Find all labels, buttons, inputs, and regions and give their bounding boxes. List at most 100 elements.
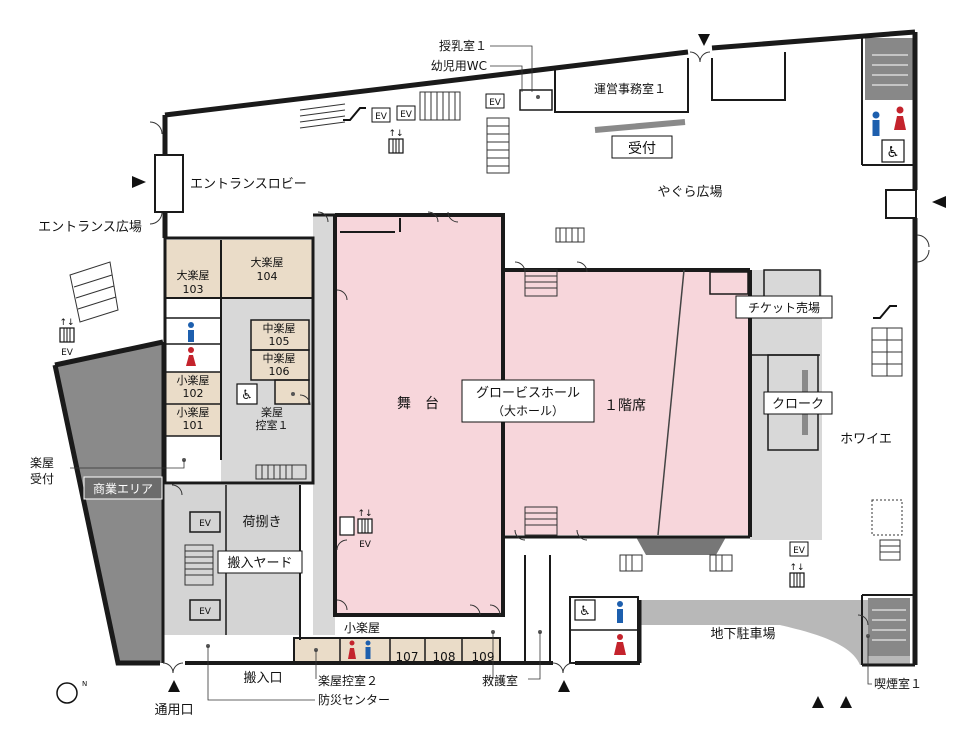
reception-box <box>611 135 673 159</box>
ev-label-box-1 <box>371 107 391 123</box>
compass-icon <box>56 682 78 704</box>
svg-text:♿: ♿ <box>579 604 591 619</box>
male-wc-icon-ne <box>872 111 880 136</box>
room-106-fill <box>251 350 309 380</box>
nursing-box <box>519 89 553 111</box>
stair-core-ne <box>865 38 915 100</box>
label-commercial-area: 商業エリア <box>93 481 153 496</box>
svg-text:↑↓: ↑↓ <box>59 318 74 328</box>
stair-dressing <box>255 464 307 480</box>
svg-text:↑↓: ↑↓ <box>388 129 403 139</box>
stair-foyer-spiral <box>871 499 903 561</box>
stage-fill <box>335 215 503 615</box>
outer-wall-north <box>164 49 689 118</box>
stair-boh <box>184 544 214 586</box>
parking-ramp-road <box>640 628 858 700</box>
label-north: N <box>82 680 87 688</box>
label-room-109: 109 <box>472 650 495 664</box>
label-dressing-reception: 楽屋受付 <box>30 456 54 486</box>
label-dressing-waiting-2: 楽屋控室２ <box>318 673 378 688</box>
loading-yard-zone <box>163 485 226 635</box>
stage-side-corridor <box>313 215 335 635</box>
stair-foyer-escalator <box>871 327 903 377</box>
elevator-icon-plaza: ↑↓ <box>59 318 75 343</box>
label-smoking-room: 喫煙室１ <box>874 676 922 691</box>
room-103-name: 大楽屋 <box>177 268 210 282</box>
stair-pit <box>619 554 733 572</box>
room-101-fill <box>165 404 221 436</box>
commercial-outline <box>54 339 164 368</box>
stair-yagura <box>555 227 585 243</box>
leader-lines <box>70 45 872 701</box>
label-ev-plaza: EV <box>61 348 74 358</box>
svg-text:↑↓: ↑↓ <box>357 509 372 519</box>
waiting-1-fill <box>275 380 309 404</box>
male-wc-icon <box>188 322 194 342</box>
label-entrance-lobby: エントランスロビー <box>190 177 307 192</box>
elevator-icon-north: ↑↓ <box>388 129 404 154</box>
stair-ne <box>872 54 908 86</box>
label-nursing-room: 授乳室１ <box>439 38 487 53</box>
escalator-icon-north <box>343 107 366 121</box>
male-wc-icon-strip <box>365 640 371 659</box>
commercial-area-zone <box>55 342 163 663</box>
svg-text:♿: ♿ <box>886 143 899 161</box>
label-foyer: ホワイエ <box>840 432 892 447</box>
room-fills <box>55 38 915 700</box>
seating-fill <box>503 270 750 535</box>
label-service-entrance: 通用口 <box>154 703 193 718</box>
stair-core-se <box>868 598 910 656</box>
elevator-icon-stage: ↑↓ <box>339 509 373 536</box>
stair-se <box>872 609 906 641</box>
reception-counter <box>594 119 686 133</box>
entrance-vestibule-west <box>154 154 184 213</box>
label-first-floor-seats: １階席 <box>604 398 646 414</box>
label-room-107: 107 <box>396 650 419 664</box>
ev-label-box-4 <box>789 541 809 557</box>
text-labels: 授乳室１ 幼児用WC 運営事務室１ 受付 エントランスロビー やぐら広場 エント… <box>30 38 922 718</box>
stair-north-1 <box>299 103 346 129</box>
female-wc-icon-strip <box>348 640 356 659</box>
label-entrance-plaza: エントランス広場 <box>38 220 142 235</box>
loading-yard-box <box>217 550 303 574</box>
cloak-box <box>763 391 833 415</box>
label-ev-north-2: EV <box>400 110 413 120</box>
female-wc-icon-south <box>614 634 626 655</box>
label-operations-office: 運営事務室１ <box>594 81 666 96</box>
label-kids-wc: 幼児用WC <box>431 59 487 73</box>
label-ev-boh-2: EV <box>199 607 212 617</box>
arrow-parking-2 <box>840 696 852 708</box>
ticket-box <box>735 295 833 319</box>
label-underground-parking: 地下駐車場 <box>710 627 775 642</box>
room-104-fill <box>221 240 313 298</box>
small-rooms-strip-fill <box>294 638 500 664</box>
entrance-vestibule-east <box>885 189 917 219</box>
elevator-icon-foyer: ↑↓ <box>789 563 805 588</box>
stair-hall-upper <box>524 269 558 297</box>
hall-name-box <box>461 379 595 423</box>
label-loading-yard: 搬入ヤード <box>227 556 292 571</box>
stage-walls <box>333 213 505 617</box>
stair-hall-lower <box>524 506 558 536</box>
wall-waiting-1 <box>274 379 310 405</box>
male-wc-icon-south <box>617 601 623 623</box>
label-ev-north-1: EV <box>375 112 388 122</box>
entrance-arrows <box>132 34 946 708</box>
office-walls-ne <box>711 52 786 101</box>
room-102-fill <box>165 372 221 404</box>
stair-north-2 <box>419 91 461 121</box>
label-ticket-counter: チケット売場 <box>748 300 820 315</box>
arrow-parking-1 <box>812 696 824 708</box>
seating-diagonal <box>657 269 685 536</box>
ev-box-1 <box>189 511 221 533</box>
label-disaster-center: 防災センター <box>318 692 390 707</box>
label-waiting-1: 楽屋控室１ <box>256 406 289 432</box>
label-unloading: 荷捌き <box>242 514 281 530</box>
